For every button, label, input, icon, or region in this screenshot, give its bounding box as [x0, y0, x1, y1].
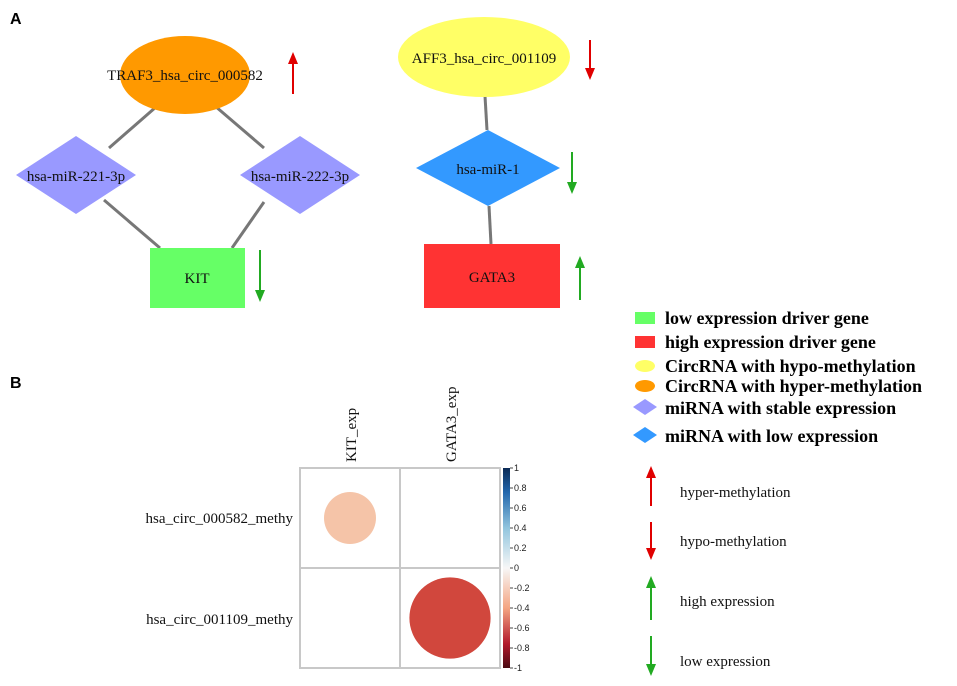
legend-swatch-hyper-circ	[635, 380, 655, 392]
heatmap-circles	[324, 492, 491, 659]
node-mir-221-label: hsa-miR-221-3p	[27, 169, 125, 185]
colorbar-tick-label: -0.6	[514, 623, 530, 633]
legend-arrow-label-low: low expression	[680, 654, 771, 670]
legend-arrow-hyper-methylation	[646, 466, 656, 506]
panel-label-b: B	[10, 375, 22, 392]
colorbar-tick-label: 0.6	[514, 503, 527, 513]
node-mir-221	[16, 136, 136, 214]
colorbar	[503, 468, 510, 668]
colorbar-tick-label: -0.4	[514, 603, 530, 613]
correlation-heatmap: KIT_exp GATA3_exp hsa_circ_000582_methy …	[146, 387, 530, 673]
edge-mir3-gene2	[487, 205, 493, 245]
edge-mir1-gene1	[103, 198, 161, 250]
legend-shapes: low expression driver gene high expressi…	[633, 308, 922, 446]
node-circ-aff3-label: AFF3_hsa_circ_001109	[412, 51, 556, 67]
heatmap-row-label-001109: hsa_circ_001109_methy	[146, 612, 293, 628]
legend-arrow-low-expression	[646, 636, 656, 676]
legend-swatch-stable-mirna	[633, 399, 657, 415]
legend-swatch-low-mirna	[633, 427, 657, 443]
legend-label-hyper-circ: CircRNA with hyper-methylation	[665, 376, 922, 396]
heatmap-cell-0-0	[324, 492, 376, 544]
colorbar-tick-label: -1	[514, 663, 522, 673]
node-mir-222	[240, 136, 360, 214]
node-circ-traf3	[120, 36, 250, 114]
node-mir-1	[416, 130, 560, 206]
colorbar-tick-label: 1	[514, 463, 519, 473]
net-arrow-kit-down	[255, 250, 265, 302]
legend-arrow-label-high: high expression	[680, 594, 775, 610]
node-mir-222-label: hsa-miR-222-3p	[251, 169, 349, 185]
net-arrow-aff3-down	[585, 40, 595, 80]
legend-label-hypo-circ: CircRNA with hypo-methylation	[665, 356, 916, 376]
legend-arrow-hypo-methylation	[646, 522, 656, 560]
net-arrow-gata3-up	[575, 256, 585, 300]
colorbar-tick-label: 0.8	[514, 483, 527, 493]
colorbar-tick-label: 0	[514, 563, 519, 573]
legend-swatch-high-gene	[635, 336, 655, 348]
heatmap-col-label-kit: KIT_exp	[344, 408, 360, 462]
net-arrow-mir1-down	[567, 152, 577, 194]
colorbar-tick-label: -0.8	[514, 643, 530, 653]
node-gene-kit-label: KIT	[185, 271, 210, 287]
net-arrow-traf3-up	[288, 52, 298, 94]
legend-arrow-high-expression	[646, 576, 656, 620]
legend-swatch-hypo-circ	[635, 360, 655, 372]
network-2-edges	[483, 95, 493, 245]
colorbar-tick-label: -0.2	[514, 583, 530, 593]
edge-mir2-gene1	[230, 201, 266, 249]
edge-circ2-mir3	[483, 95, 489, 131]
colorbar-ticks: 1 0.8 0.6 0.4 0.2 0 -0.2 -0.4 -0.6 -0.8 -1	[510, 463, 530, 673]
colorbar-tick-label: 0.2	[514, 543, 527, 553]
panel-label-a: A	[10, 11, 22, 28]
heatmap-col-label-gata3: GATA3_exp	[444, 387, 460, 462]
node-mir-1-label: hsa-miR-1	[456, 162, 519, 178]
legend-arrow-label-hypo: hypo-methylation	[680, 534, 787, 550]
node-circ-traf3-label: TRAF3_hsa_circ_000582	[107, 68, 263, 84]
legend-arrows: hyper-methylation hypo-methylation high …	[646, 466, 791, 676]
node-gene-gata3-label: GATA3	[469, 270, 515, 286]
node-gene-kit	[150, 248, 245, 308]
node-gene-gata3	[424, 244, 560, 308]
heatmap-row-label-000582: hsa_circ_000582_methy	[146, 511, 294, 527]
legend-label-low-gene: low expression driver gene	[665, 308, 869, 328]
legend-label-stable-mirna: miRNA with stable expression	[665, 398, 896, 418]
legend-arrow-label-hyper: hyper-methylation	[680, 485, 791, 501]
legend-swatch-low-gene	[635, 312, 655, 324]
legend-label-high-gene: high expression driver gene	[665, 332, 876, 352]
node-circ-aff3	[398, 17, 570, 97]
colorbar-tick-label: 0.4	[514, 523, 527, 533]
legend-label-low-mirna: miRNA with low expression	[665, 426, 878, 446]
heatmap-cell-1-1	[409, 577, 491, 659]
